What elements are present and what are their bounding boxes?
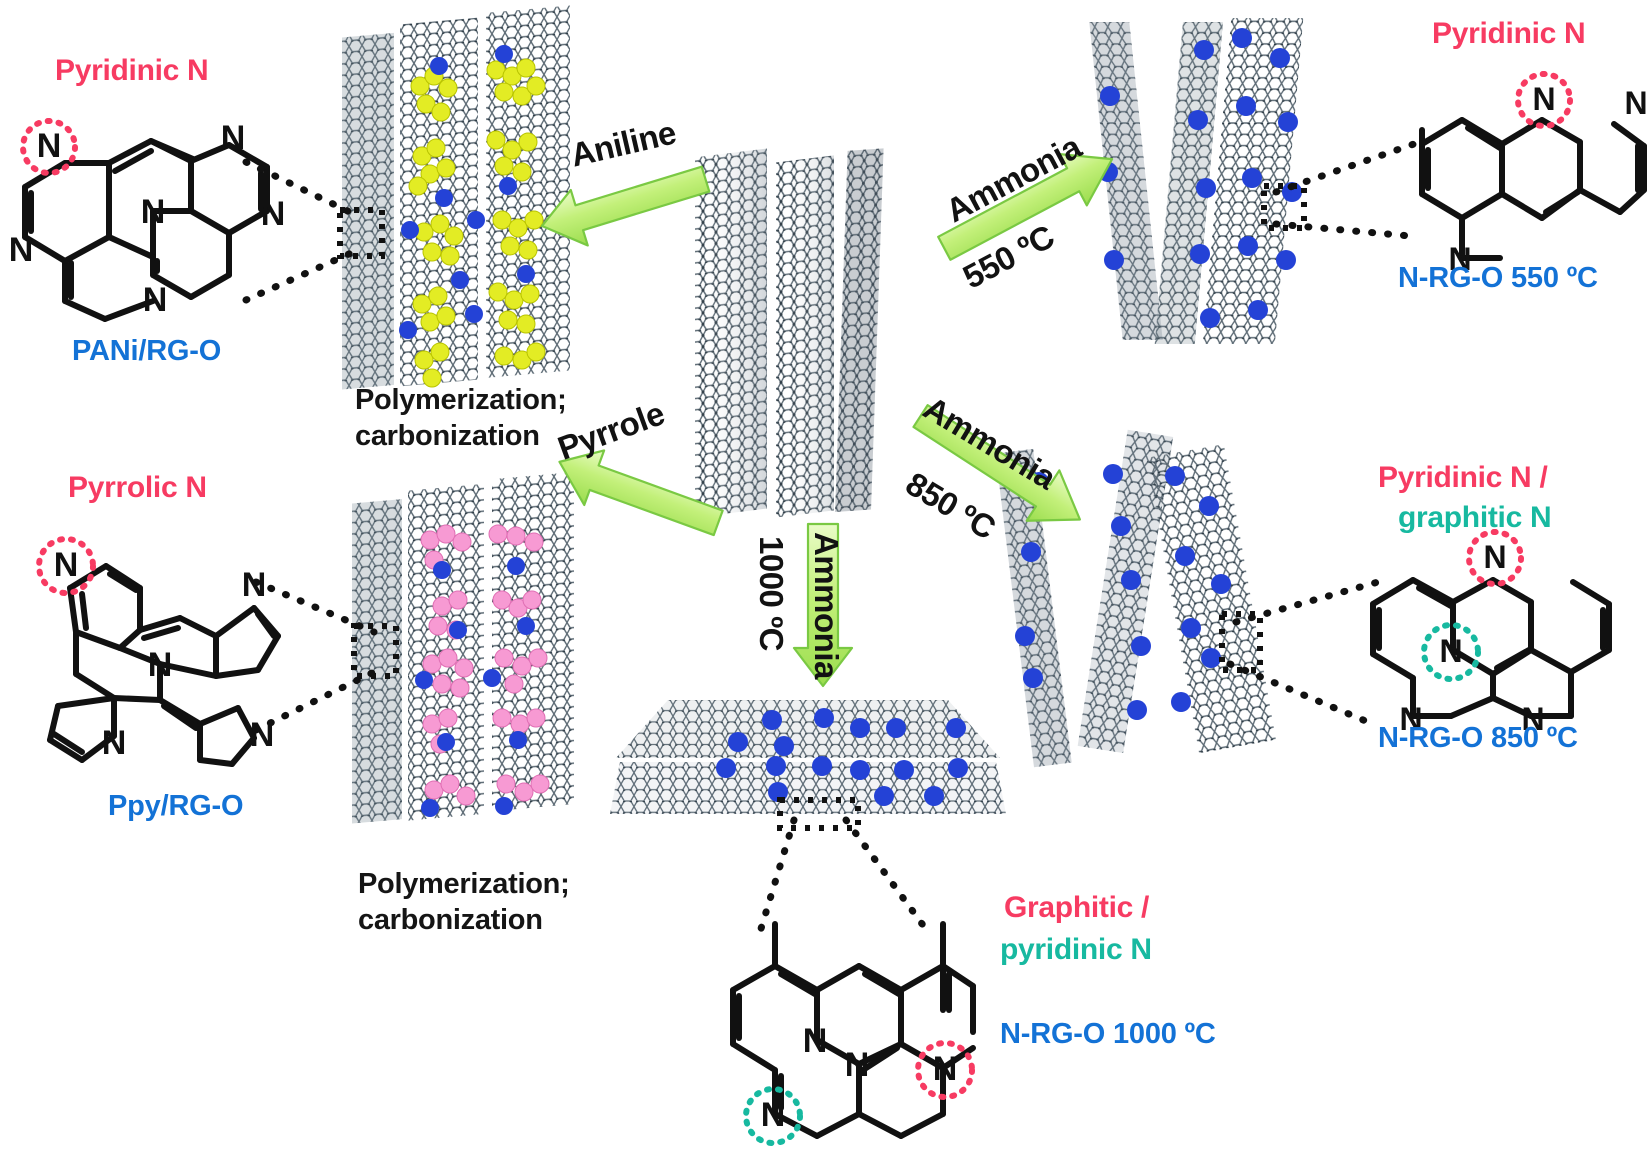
- zoom-box: [1261, 183, 1307, 231]
- atom-N: N: [9, 231, 34, 269]
- bottom-left-product-label: Ppy/RG-O: [108, 790, 244, 822]
- atom-N: N: [143, 281, 168, 319]
- connector-mid-right: [1219, 578, 1382, 726]
- mid-right-n-type-label-line1: Pyridinic N /: [1378, 461, 1548, 494]
- atom-N: N: [1399, 701, 1422, 737]
- pyridinic-n-highlight-circle: [20, 118, 78, 176]
- pyridinic-n-highlight-circle: [1466, 529, 1524, 587]
- arrow-ammonia-1000-label-2: 1000 ºC: [753, 536, 790, 651]
- n-rgo-850-sheets: [995, 429, 1276, 768]
- atom-N: N: [148, 646, 173, 684]
- n-type-text: Graphitic /: [1004, 891, 1150, 924]
- ppy-rgo-molecule: N N N N N: [10, 536, 310, 770]
- atom-N: N: [37, 127, 62, 165]
- atom-N: N: [933, 1050, 958, 1088]
- atom-N: N: [1448, 241, 1471, 277]
- pyridinic-n-highlight-circle: [915, 1040, 975, 1100]
- arrow-ammonia-1000-label-1: Ammonia: [808, 532, 845, 679]
- n-rgo-550-sheets: [1080, 10, 1310, 350]
- n-rgo-850-molecule: N N N N: [1355, 529, 1635, 738]
- atom-N: N: [1521, 701, 1544, 737]
- top-left-n-type-label: Pyridinic N: [55, 54, 209, 87]
- top-right-product-label: N-RG-O 550 ºC: [1398, 262, 1598, 294]
- atom-N: N: [1624, 85, 1647, 121]
- atom-N: N: [242, 566, 267, 604]
- bottom-center-n-type-label-line2: pyridinic N: [1000, 933, 1152, 966]
- bottom-left-process-label: Polymerization; carbonization: [358, 866, 570, 939]
- center-rgo-sheets: [690, 128, 890, 528]
- graphitic-n-highlight-circle: [1421, 622, 1481, 682]
- atom-N: N: [261, 195, 286, 233]
- pani-rgo-molecule: N N N N N N: [5, 115, 305, 322]
- atom-N: N: [1439, 633, 1462, 669]
- n-rgo-1000-sheets: [608, 688, 1008, 828]
- bottom-left-n-type-label: Pyrrolic N: [68, 471, 207, 504]
- atom-N: N: [102, 724, 127, 762]
- top-left-process-label: Polymerization; carbonization: [355, 382, 567, 455]
- top-right-n-type-label: Pyridinic N: [1432, 17, 1586, 50]
- process-line-2: carbonization: [355, 420, 540, 453]
- process-line-1: Polymerization;: [358, 868, 570, 900]
- arrow-ammonia-550: [930, 140, 1130, 270]
- process-line-2: carbonization: [358, 904, 543, 937]
- zoom-box: [351, 623, 399, 679]
- bottom-center-product-label: N-RG-O 1000 ºC: [1000, 1018, 1216, 1050]
- atom-N: N: [845, 1046, 870, 1084]
- arrow-ammonia-850: [900, 400, 1100, 540]
- mid-right-product-label: N-RG-O 850 ºC: [1378, 722, 1578, 754]
- n-type-text: Pyridinic N /: [1378, 461, 1548, 494]
- arrow-aniline: [535, 155, 715, 265]
- atom-N: N: [54, 546, 79, 584]
- connector-bottom-left: [252, 578, 399, 734]
- atom-N: N: [221, 119, 246, 157]
- arrow-ammonia-1000: [790, 520, 860, 690]
- atom-N: N: [761, 1096, 786, 1134]
- mid-right-n-type-label-line2: graphitic N: [1398, 501, 1552, 534]
- atom-N: N: [1483, 539, 1506, 575]
- pyridinic-n-highlight-circle: [1515, 71, 1573, 129]
- connector-top-right: [1261, 140, 1418, 240]
- atom-N: N: [141, 193, 166, 231]
- zoom-box: [777, 797, 861, 831]
- process-line-1: Polymerization;: [355, 384, 567, 416]
- graphitic-n-highlight-circle: [743, 1086, 803, 1146]
- connector-top-left: [242, 158, 385, 304]
- top-left-product-label: PANi/RG-O: [72, 335, 222, 367]
- atom-N: N: [1532, 81, 1555, 117]
- n-rgo-550-molecule: N N N: [1400, 71, 1650, 277]
- atom-N: N: [803, 1022, 828, 1060]
- arrow-pyrrole: [545, 440, 725, 560]
- ppy-rgo-sheet: [346, 472, 581, 833]
- bottom-center-n-type-label-line1: Graphitic /: [1004, 891, 1150, 924]
- zoom-box: [1219, 611, 1263, 673]
- connector-bottom-center: [756, 797, 932, 936]
- pyrrolic-n-highlight-circle: [36, 536, 96, 596]
- n-rgo-1000-molecule: N N N N: [645, 918, 976, 1148]
